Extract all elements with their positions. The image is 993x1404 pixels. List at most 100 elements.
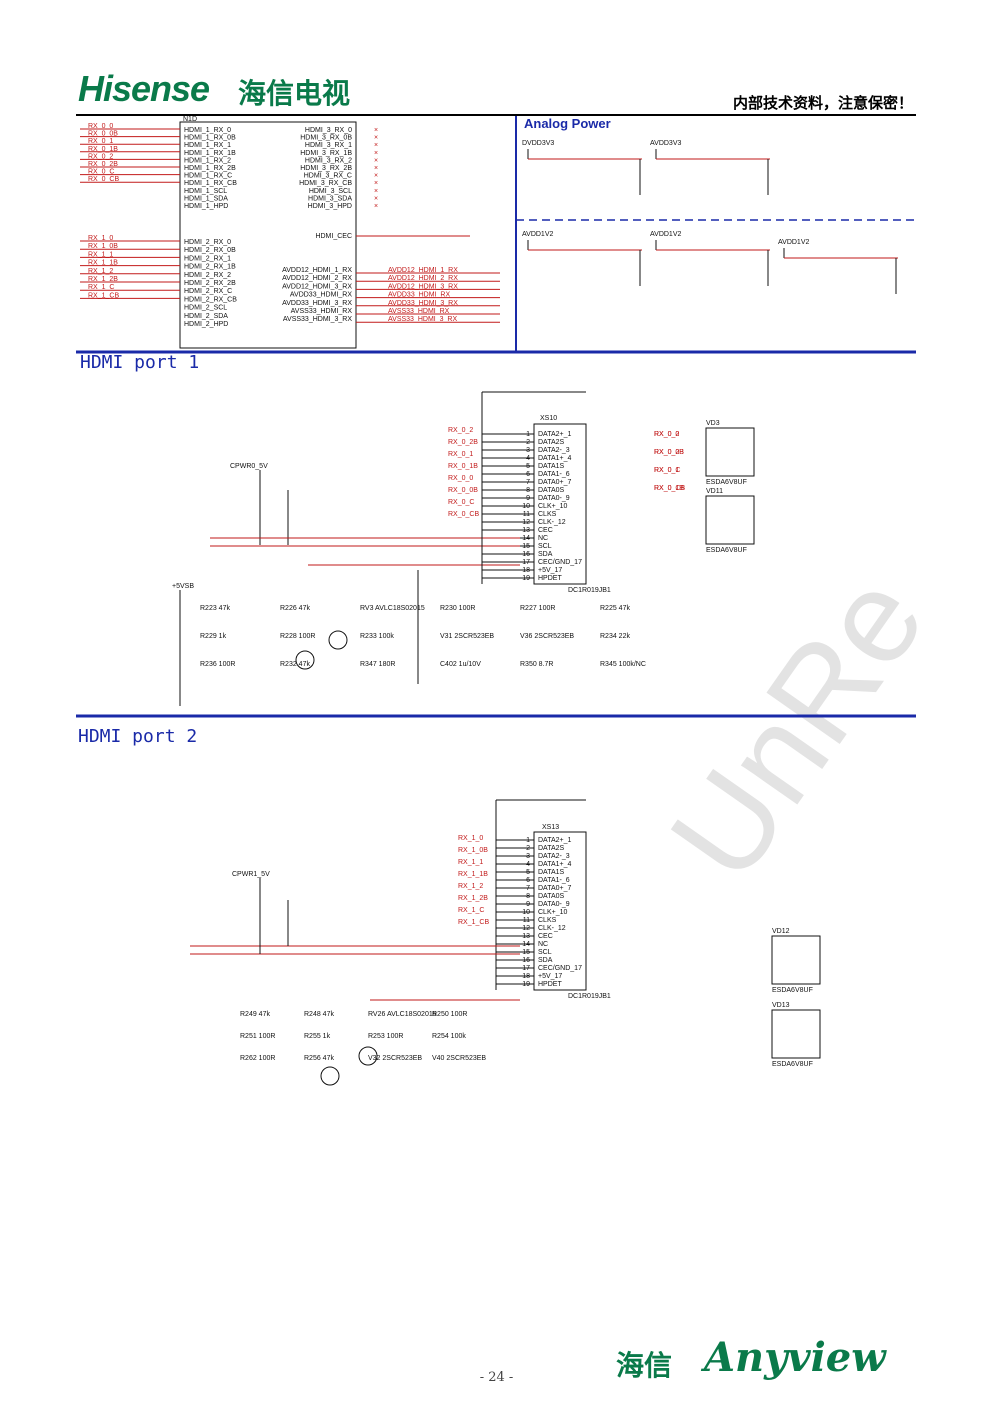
part-label: V40 2SCR523EB (432, 1055, 486, 1062)
connector-pin-label: NC (538, 535, 548, 542)
net-label: AVSS33_HDMI_RX (388, 308, 450, 315)
connector-pin-label: +5V_17 (538, 567, 562, 574)
connector-pin-label: CLK-_12 (538, 519, 566, 526)
connector-pin-label: CEC (538, 527, 553, 534)
connector-pin-label: DATA0+_7 (538, 885, 572, 892)
connector-pin-label: DATA2-_3 (538, 447, 570, 454)
ic-pin-label: AVDD12_HDMI_2_RX (282, 275, 352, 282)
esd-vd3-part: ESDA6V8UF (706, 479, 747, 486)
part-label: R228 100R (280, 633, 315, 640)
connector-pin-label: CEC/GND_17 (538, 559, 582, 566)
net-label: RX_1_C (88, 284, 114, 291)
ic-pin-label: AVDD33_HDMI_3_RX (282, 300, 352, 307)
ic-pin-label: HDMI_3_HPD (308, 203, 352, 210)
part-label: R253 100R (368, 1033, 403, 1040)
part-label: RV3 AVLC18S02015 (360, 605, 425, 612)
ic-pin-label: AVSS33_HDMI_RX (291, 308, 353, 315)
ic-pin-label: HDMI_1_RX_CB (184, 180, 237, 187)
connector-pin-label: CLKS (538, 511, 557, 518)
connector-xs13-body (533, 831, 587, 991)
net-label: AVDD12_HDMI_3_RX (388, 283, 458, 290)
no-connect-mark: × (374, 150, 378, 157)
net-label: RX_1_1B (458, 871, 488, 878)
no-connect-mark: × (374, 157, 378, 164)
part-label: R262 100R (240, 1055, 275, 1062)
net-label: RX_1_CB (458, 919, 489, 926)
connector-pin-label: SDA (538, 551, 553, 558)
esd-net-label: RX_0_2 (654, 431, 679, 438)
net-label: RX_1_2 (88, 268, 113, 275)
part-label: R232 47k (280, 661, 310, 668)
connector-pin-label: CLKS (538, 917, 557, 924)
power-net-label: AVDD1V2 (650, 231, 681, 238)
connector-pin-label: DATA2+_1 (538, 431, 572, 438)
part-label: R227 100R (520, 605, 555, 612)
part-label: R225 47k (600, 605, 630, 612)
part-label: R345 100k/NC (600, 661, 646, 668)
connector-pin-label: HPDET (538, 981, 562, 988)
ic-pin-label: HDMI_3_RX_0B (300, 135, 352, 142)
ic-pin-label: HDMI_3_RX_1 (305, 142, 352, 149)
net-label: AVDD12_HDMI_2_RX (388, 275, 458, 282)
net-label: RX_1_2B (458, 895, 488, 902)
connector-pin-label: DATA1+_4 (538, 861, 572, 868)
ic-pin-label: HDMI_1_RX_0B (184, 135, 236, 142)
ic-pin-label: HDMI_1_SDA (184, 195, 228, 202)
net-label: RX_1_0B (88, 243, 118, 250)
esd-net-label: RX_0_0B (654, 449, 684, 456)
connector-pin-label: DATA2-_3 (538, 853, 570, 860)
connector-pin-label: DATA1+_4 (538, 455, 572, 462)
no-connect-mark: × (374, 188, 378, 195)
esd-net-label: RX_0_1B (654, 485, 684, 492)
confidential-notice: 内部技术资料，注意保密！ (732, 94, 913, 112)
transistor-v32 (358, 1046, 378, 1066)
ic-pin-label: HDMI_3_RX_CB (299, 180, 352, 187)
ic-pin-label: HDMI_2_RX_1 (184, 255, 231, 262)
no-connect-mark: × (374, 173, 378, 180)
net-label: RX_0_0B (88, 131, 118, 138)
ic-pin-label: HDMI_2_HPD (184, 321, 228, 328)
net-label: RX_1_C (458, 907, 484, 914)
transistor-v40 (320, 1066, 340, 1086)
connector-pin-label: SCL (538, 543, 552, 550)
ic-pin-label: HDMI_3_RX_0 (305, 127, 352, 134)
ic-pin-label: HDMI_3_SCL (309, 188, 352, 195)
port1-pwr: CPWR0_5V (230, 463, 268, 470)
ic-pin-label: HDMI_1_RX_1 (184, 142, 231, 149)
hisense-logo-cn: 海信电视 (238, 77, 351, 110)
ic-pin-label: HDMI_1_SCL (184, 188, 227, 195)
connector-xs10-body (533, 423, 587, 585)
net-label: RX_0_0 (88, 123, 113, 130)
part-label: R223 47k (200, 605, 230, 612)
esd-net-label: RX_0_0 (654, 431, 679, 438)
ic-pin-label: HDMI_3_SDA (308, 195, 352, 202)
net-label: RX_0_2 (448, 427, 473, 434)
ic-pin-label: HDMI_2_RX_C (184, 288, 232, 295)
part-label: R230 100R (440, 605, 475, 612)
connector-pin-label: HPDET (538, 575, 562, 582)
transistor-v36 (295, 650, 315, 670)
net-label: AVDD33_HDMI_3_RX (388, 300, 458, 307)
no-connect-mark: × (374, 203, 378, 210)
ic-pin-label: HDMI_2_SDA (184, 313, 228, 320)
ic-n1d-body (179, 121, 357, 349)
esd-vd12-part: ESDA6V8UF (772, 987, 813, 994)
connector-pin-label: DATA2S (538, 845, 565, 852)
ic-pin-label: HDMI_1_RX_2 (184, 157, 231, 164)
net-label: RX_0_2 (88, 153, 113, 160)
part-label: R236 100R (200, 661, 235, 668)
port1-title: HDMI port 1 (80, 352, 200, 373)
part-label: R233 100k (360, 633, 394, 640)
analog-power-title: Analog Power (524, 116, 611, 131)
power-net-label: AVDD1V2 (778, 239, 809, 246)
connector-pin-label: DATA2S (538, 439, 565, 446)
power-net-label: DVDD3V3 (522, 140, 554, 147)
header-rule (76, 114, 916, 116)
esd-vd13-ref: VD13 (772, 1002, 790, 1009)
hisense-logo: Hisense (78, 68, 210, 109)
ic-pin-label: HDMI_1_RX_0 (184, 127, 231, 134)
net-label: RX_1_1 (88, 251, 113, 258)
part-label: R251 100R (240, 1033, 275, 1040)
transistor-v31 (328, 630, 348, 650)
